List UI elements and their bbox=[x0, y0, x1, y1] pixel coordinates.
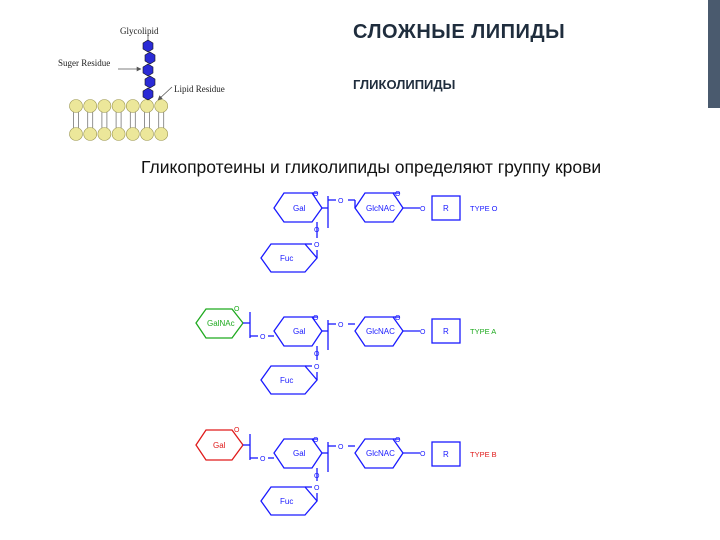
lipid-residue-label: Lipid Residue bbox=[174, 84, 225, 94]
lipid-head bbox=[111, 99, 126, 113]
r-label: R bbox=[443, 327, 449, 336]
gal-label: Gal bbox=[293, 204, 306, 213]
oxygen-label: O bbox=[313, 315, 319, 322]
oxygen-label: O bbox=[260, 456, 266, 463]
oxygen-label: O bbox=[420, 451, 426, 458]
oxygen-label: O bbox=[420, 206, 426, 213]
slide-subtitle: ГЛИКОЛИПИДЫ bbox=[353, 77, 456, 92]
oxygen-label: O bbox=[314, 351, 320, 358]
lipid-head bbox=[83, 127, 97, 141]
r-label: R bbox=[443, 204, 449, 213]
membrane-figure: Glycolipid Suger Residue Lipid Residue bbox=[58, 26, 225, 141]
oxygen-label: O bbox=[420, 329, 426, 336]
gal-label: Gal bbox=[293, 449, 306, 458]
oxygen-label: O bbox=[338, 322, 344, 329]
r-box bbox=[431, 441, 461, 467]
oxygen-label: O bbox=[234, 306, 240, 313]
glcnac-label: GlcNAC bbox=[366, 204, 395, 213]
blood-group-b bbox=[195, 429, 461, 516]
oxygen-label: O bbox=[313, 191, 319, 198]
lipid-head bbox=[69, 99, 83, 113]
slide-caption: Гликопротеины и гликолипиды определяют г… bbox=[141, 157, 602, 177]
lipid-head bbox=[140, 127, 154, 141]
galnac-label: GalNAc bbox=[207, 319, 235, 328]
sugar-residue-label: Suger Residue bbox=[58, 58, 110, 68]
r-box bbox=[431, 195, 461, 221]
fuc-label: Fuc bbox=[280, 254, 293, 263]
glycolipid-label: Glycolipid bbox=[120, 26, 159, 36]
lipid-head bbox=[126, 99, 140, 113]
extra-gal-label: Gal bbox=[213, 441, 226, 450]
blood-group-o-labels: Gal GlcNAC Fuc R O O O O O O TYPE O bbox=[280, 191, 498, 263]
lipid-head bbox=[97, 127, 112, 141]
lipid-residue-arrow bbox=[157, 86, 173, 101]
lipid-head bbox=[126, 127, 140, 141]
type-a-label: TYPE A bbox=[470, 327, 496, 336]
type-o-label: TYPE O bbox=[470, 204, 498, 213]
lipid-head bbox=[111, 127, 126, 141]
lipid-head bbox=[154, 99, 168, 113]
sugar-bead bbox=[144, 51, 156, 65]
accent-bar bbox=[708, 0, 720, 108]
glcnac-label: GlcNAC bbox=[366, 449, 395, 458]
type-b-label: TYPE B bbox=[470, 450, 497, 459]
oxygen-label: O bbox=[234, 427, 240, 434]
r-box bbox=[431, 318, 461, 344]
oxygen-label: O bbox=[313, 437, 319, 444]
gal-label: Gal bbox=[293, 327, 306, 336]
sugar-bead bbox=[144, 75, 156, 89]
oxygen-label: O bbox=[338, 198, 344, 205]
oxygen-label: O bbox=[314, 227, 320, 234]
blood-group-a-labels: GalNAc Gal GlcNAC Fuc R O O O O O O O O … bbox=[207, 306, 496, 385]
lipid-head bbox=[140, 99, 154, 113]
oxygen-label: O bbox=[395, 315, 401, 322]
slide-title: СЛОЖНЫЕ ЛИПИДЫ bbox=[353, 21, 566, 43]
lipid-head bbox=[154, 127, 168, 141]
blood-group-a bbox=[195, 308, 461, 395]
blood-group-o bbox=[260, 192, 461, 273]
sugar-bead bbox=[142, 87, 154, 101]
glcnac-label: GlcNAC bbox=[366, 327, 395, 336]
oxygen-label: O bbox=[314, 242, 320, 249]
extra-gal-ring bbox=[195, 429, 244, 461]
lipid-bilayer bbox=[69, 99, 168, 141]
r-label: R bbox=[443, 450, 449, 459]
galnac-ring bbox=[195, 308, 244, 339]
lipid-head bbox=[69, 127, 83, 141]
lipid-head bbox=[83, 99, 97, 113]
sugar-chain bbox=[142, 39, 156, 101]
fuc-label: Fuc bbox=[280, 376, 293, 385]
lipid-head bbox=[97, 99, 112, 113]
blood-group-b-labels: Gal Gal GlcNAC Fuc R O O O O O O O O TYP… bbox=[213, 427, 497, 506]
oxygen-label: O bbox=[395, 191, 401, 198]
oxygen-label: O bbox=[260, 334, 266, 341]
sugar-bead bbox=[142, 63, 154, 77]
oxygen-label: O bbox=[314, 473, 320, 480]
oxygen-label: O bbox=[395, 437, 401, 444]
oxygen-label: O bbox=[314, 485, 320, 492]
fuc-label: Fuc bbox=[280, 497, 293, 506]
sugar-bead bbox=[142, 39, 154, 53]
oxygen-label: O bbox=[314, 364, 320, 371]
oxygen-label: O bbox=[338, 444, 344, 451]
